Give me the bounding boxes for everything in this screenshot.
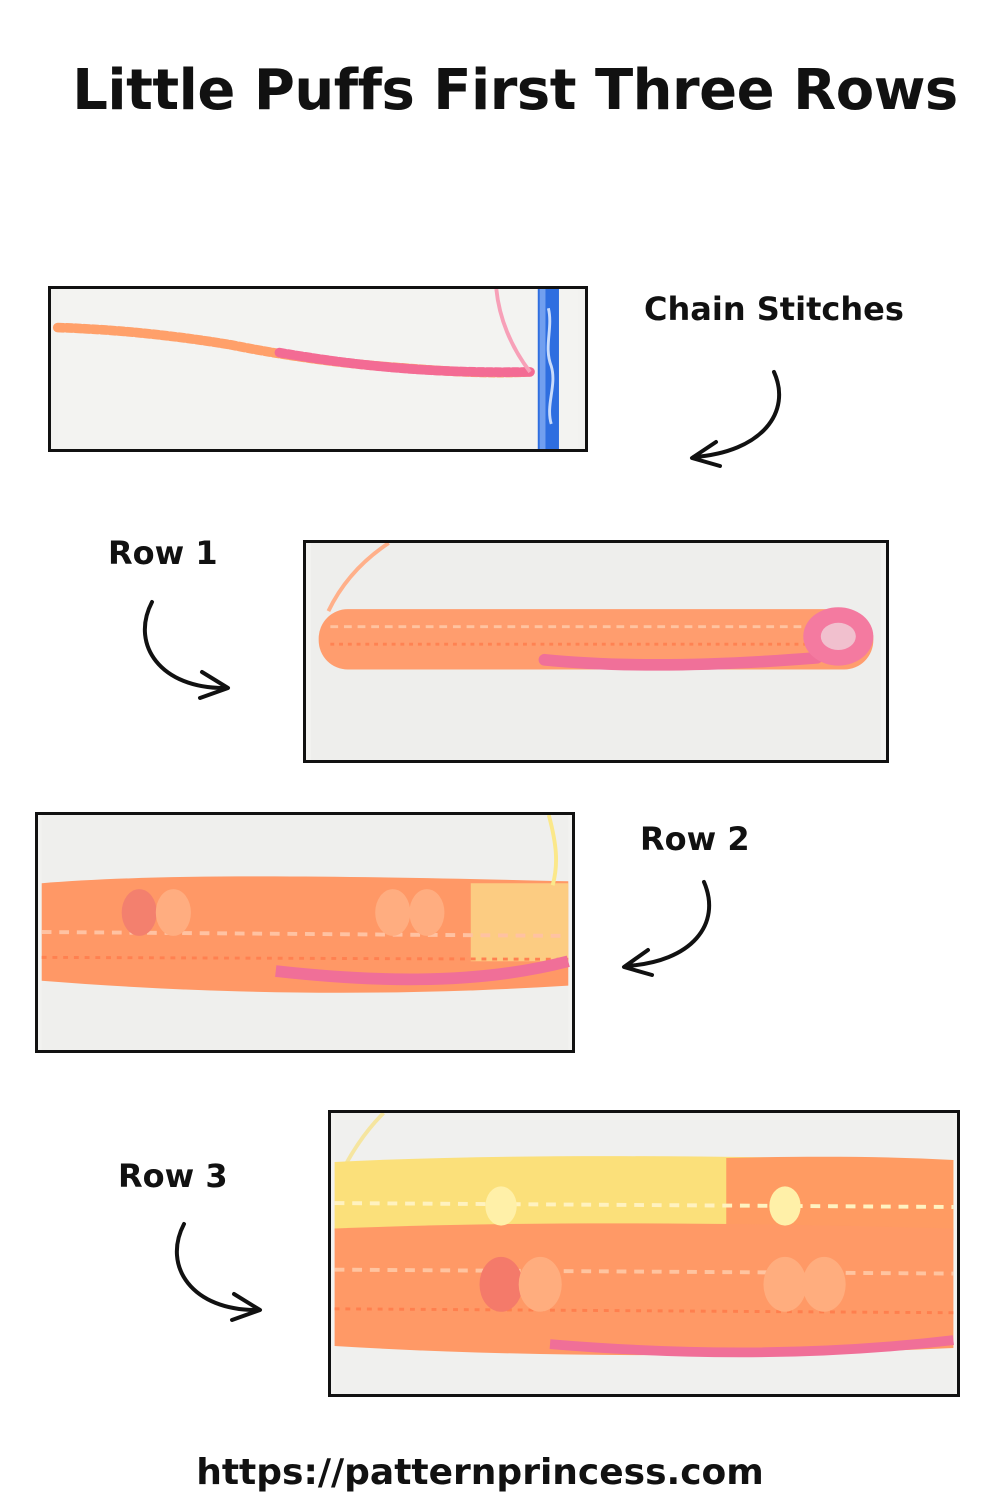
arrow-row-2 bbox=[622, 880, 711, 977]
arrow-chain-stitches bbox=[690, 370, 781, 468]
footer-url[interactable]: https://patternprincess.com bbox=[196, 1452, 764, 1493]
photo-row-3 bbox=[328, 1110, 960, 1397]
row-2-illustration bbox=[41, 815, 570, 1050]
label-chain-stitches: Chain Stitches bbox=[644, 290, 904, 328]
label-row-1: Row 1 bbox=[108, 534, 218, 572]
label-row-2: Row 2 bbox=[640, 820, 750, 858]
chain-stitches-illustration bbox=[52, 289, 579, 449]
label-row-3: Row 3 bbox=[118, 1157, 228, 1195]
photo-row-1 bbox=[303, 540, 889, 763]
row-3-illustration bbox=[334, 1113, 954, 1394]
arrow-row-1 bbox=[142, 600, 230, 700]
arrow-row-3 bbox=[174, 1222, 262, 1322]
row-1-illustration bbox=[310, 543, 882, 760]
page-title: Little Puffs First Three Rows bbox=[72, 58, 958, 123]
photo-chain-stitches bbox=[48, 286, 588, 452]
photo-row-2 bbox=[35, 812, 575, 1053]
